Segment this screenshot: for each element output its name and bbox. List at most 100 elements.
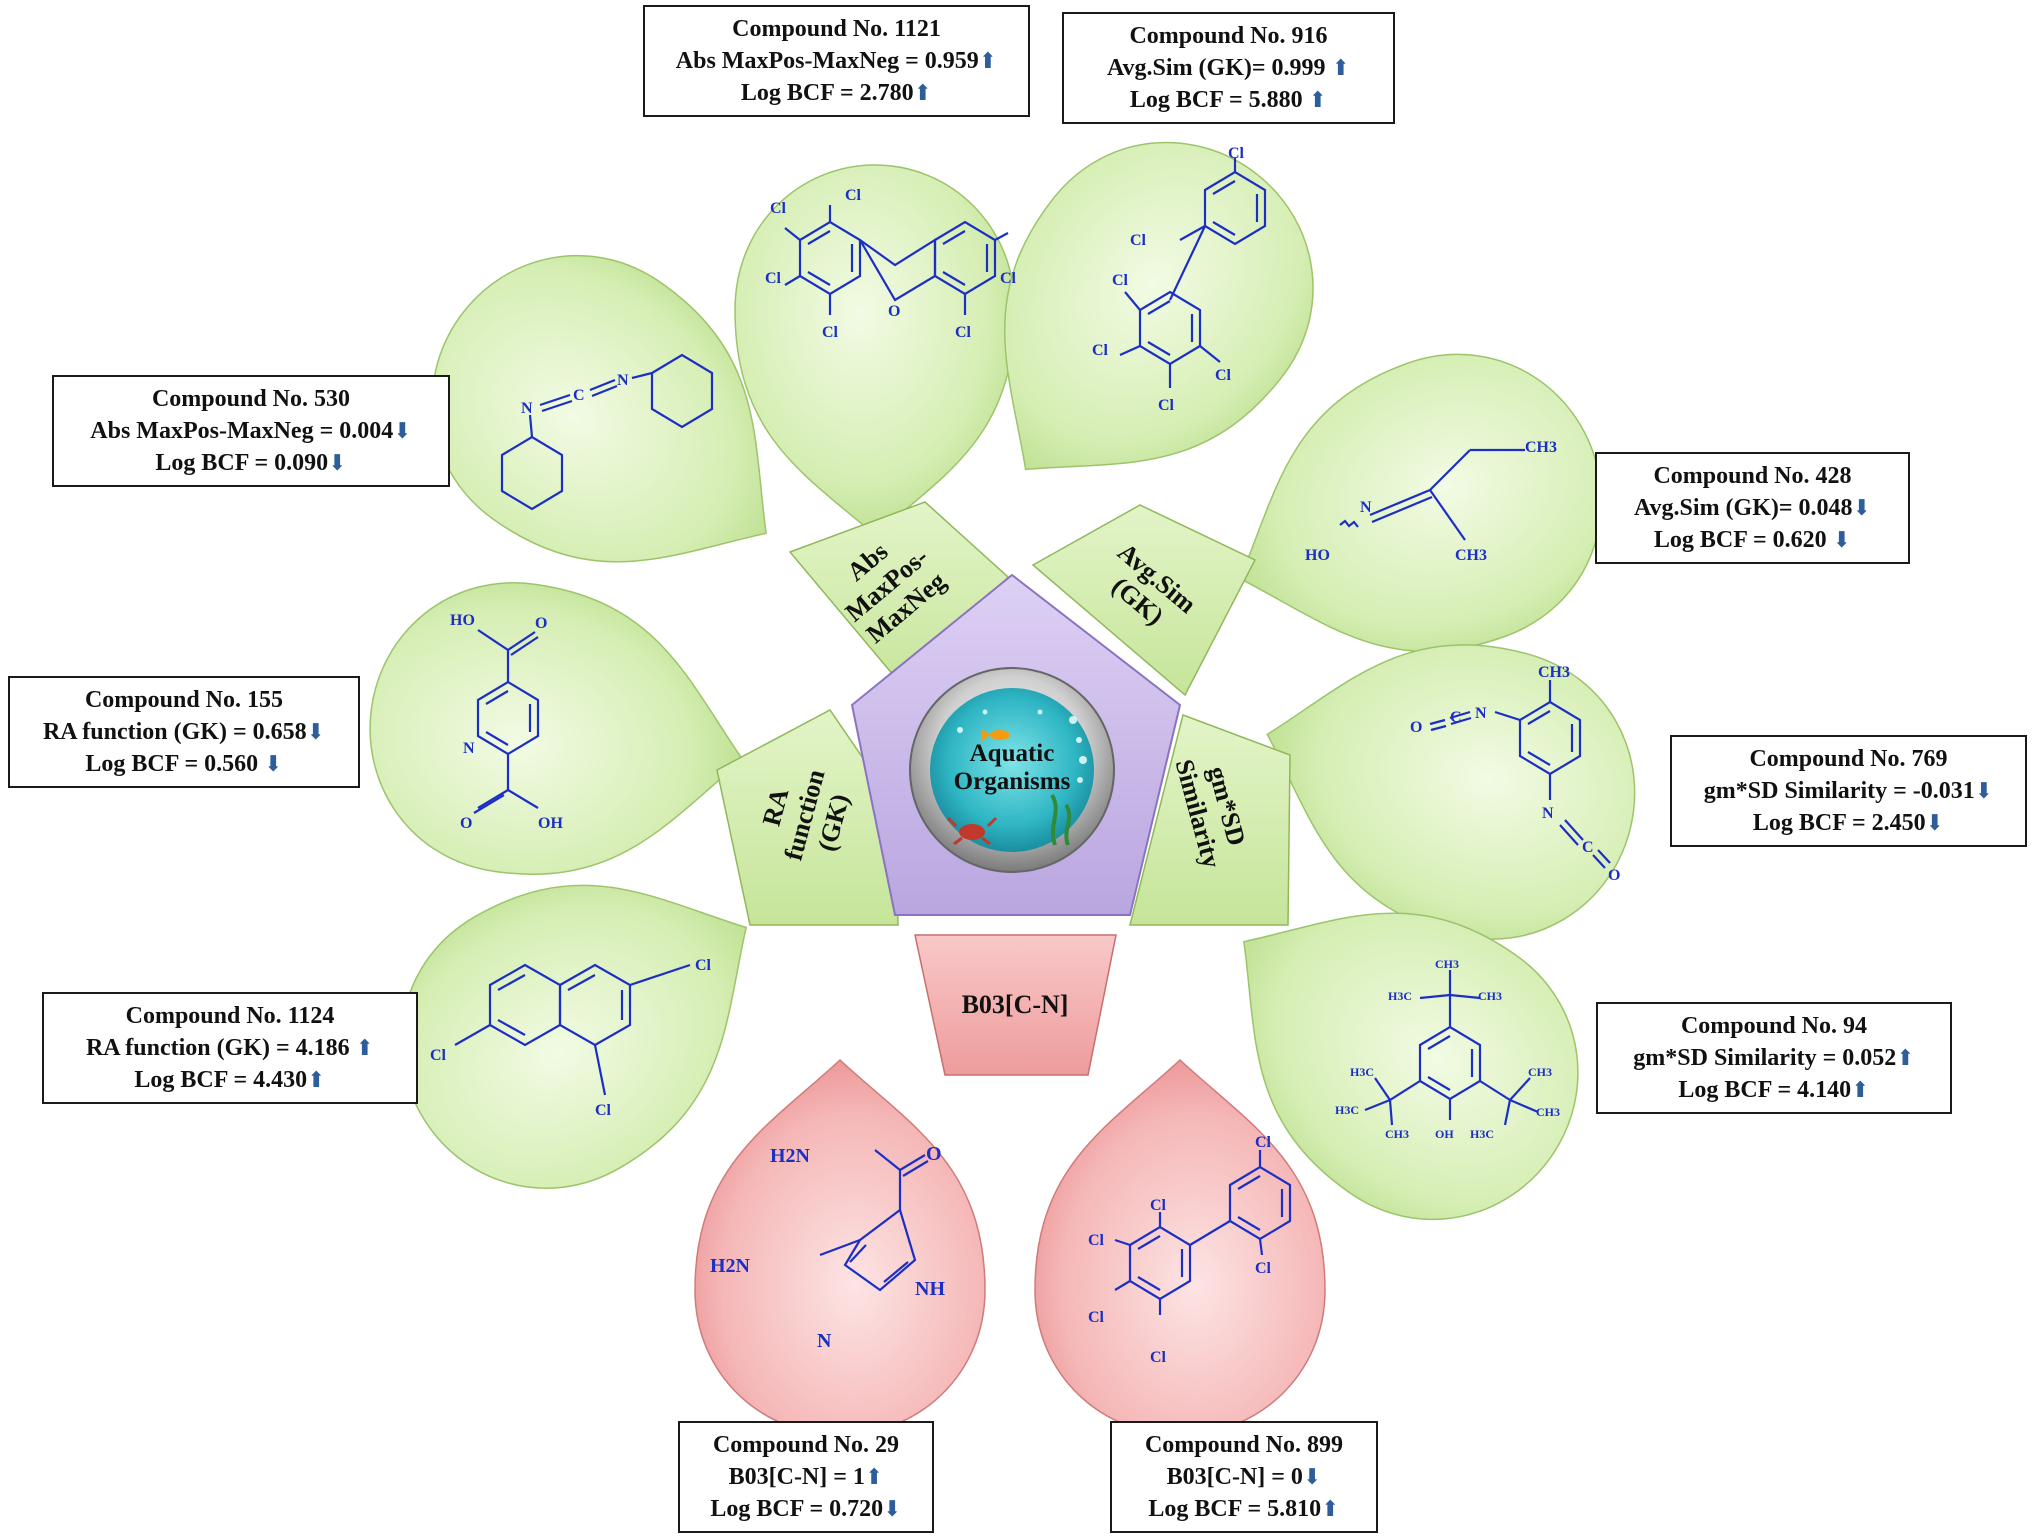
svg-text:Cl: Cl [770,200,787,217]
svg-text:Cl: Cl [430,1047,447,1064]
svg-text:N: N [817,1330,832,1352]
compound-title: Compound No. 29 [712,1432,900,1458]
leaf-1124 [400,884,748,1189]
svg-text:Cl: Cl [1000,270,1017,287]
leaf-769 [1266,644,1636,940]
svg-text:O: O [1608,867,1620,884]
svg-text:H2N: H2N [770,1145,811,1167]
arrow-up-icon: ⬆ [1851,1077,1870,1102]
compound-title: Compound No. 155 [84,687,284,713]
arrow-down-icon: ⬇ [1974,778,1994,803]
log-bcf-value: Log BCF = 4.430 [134,1067,308,1093]
segment-avgsim [1031,504,1257,697]
molecule-29 [819,1149,929,1292]
center-water [930,688,1094,852]
seaweed-icon [1050,793,1072,846]
descriptor-value: gm*SD Similarity = 0.052 [1633,1045,1897,1071]
compound-title: Compound No. 916 [1129,23,1328,49]
log-bcf-value: Log BCF = 0.620 [1653,527,1827,553]
svg-text:Cl: Cl [1228,145,1245,162]
compound-box-899: Compound No. 899 B03[C-N] = 0⬇ Log BCF =… [1110,1421,1378,1533]
arrow-up-icon: ⬆ [1321,1496,1340,1521]
log-bcf-value: Log BCF = 5.810 [1148,1496,1322,1522]
leaf-916 [1004,141,1314,471]
compound-box-94: Compound No. 94 gm*SD Similarity = 0.052… [1596,1002,1952,1114]
compound-box-155: Compound No. 155 RA function (GK) = 0.65… [8,676,360,788]
svg-text:O: O [1410,719,1422,736]
log-bcf-value: Log BCF = 4.140 [1678,1077,1852,1103]
svg-text:Cl: Cl [1158,397,1175,414]
svg-text:Cl: Cl [1088,1232,1105,1249]
arrow-up-icon: ⬆ [978,48,998,73]
arrow-down-icon: ⬇ [306,719,326,744]
svg-text:O: O [535,615,547,632]
descriptor-value: Abs MaxPos-MaxNeg = 0.959 [675,48,979,74]
compound-box-1124: Compound No. 1124 RA function (GK) = 4.1… [42,992,418,1104]
center-label-line1: Aquatic [969,740,1055,767]
svg-text:CH3: CH3 [1525,439,1557,456]
svg-text:CH3: CH3 [1528,1065,1552,1079]
svg-text:H3C: H3C [1388,989,1412,1003]
log-bcf-value: Log BCF = 0.560 [85,751,259,777]
descriptor-value: gm*SD Similarity = -0.031 [1703,778,1975,804]
descriptor-value: Avg.Sim (GK)= 0.999 [1107,55,1326,81]
log-bcf-value: Log BCF = 0.720 [710,1496,884,1522]
svg-text:N: N [1360,499,1372,516]
svg-text:Cl: Cl [1150,1197,1167,1214]
molecule-428 [1339,448,1525,541]
svg-text:H3C: H3C [1350,1065,1374,1079]
svg-text:N: N [463,740,475,757]
compound-title: Compound No. 1121 [732,16,941,42]
svg-text:OH: OH [538,815,563,832]
svg-text:Cl: Cl [822,324,839,341]
arrow-down-icon: ⬇ [393,418,412,443]
svg-text:O: O [460,815,472,832]
compound-box-29: Compound No. 29 B03[C-N] = 1⬆ Log BCF = … [678,1421,934,1533]
svg-text:Cl: Cl [765,270,782,287]
compound-title: Compound No. 769 [1749,746,1948,772]
arrow-up-icon: ⬆ [1308,87,1328,112]
arrow-up-icon: ⬆ [355,1035,375,1060]
svg-text:Cl: Cl [1255,1134,1272,1151]
log-bcf-value: Log BCF = 0.090 [155,450,329,476]
molecule-916 [1119,158,1267,388]
svg-text:Cl: Cl [1092,342,1109,359]
arrow-down-icon: ⬇ [1832,527,1852,552]
svg-text:CH3: CH3 [1385,1127,1409,1141]
svg-text:HO: HO [450,612,475,629]
compound-title: Compound No. 94 [1680,1013,1868,1039]
descriptor-value: B03[C-N] = 0 [1166,1464,1303,1490]
descriptor-value: Abs MaxPos-MaxNeg = 0.004 [90,418,394,444]
svg-text:C: C [1582,839,1594,856]
svg-text:Cl: Cl [1255,1260,1272,1277]
svg-text:Cl: Cl [845,187,862,204]
svg-text:CH3: CH3 [1435,957,1459,971]
arrow-down-icon: ⬇ [1302,1464,1322,1489]
segment-b03 [914,934,1117,1076]
svg-text:Cl: Cl [1088,1309,1105,1326]
compound-title: Compound No. 428 [1653,463,1852,489]
svg-text:Cl: Cl [695,957,712,974]
bubbles-icon [957,709,1087,783]
atom-labels: Cl Cl Cl Cl Cl Cl O Cl Cl Cl Cl Cl Cl N … [430,145,1620,1366]
segment-label-b03: B03[C-N] [961,990,1069,1019]
arrow-down-icon: ⬇ [328,450,347,475]
svg-text:Cl: Cl [595,1102,612,1119]
molecule-530 [500,353,714,511]
arrow-up-icon: ⬆ [1331,55,1350,80]
descriptor-value: RA function (GK) = 4.186 [85,1035,350,1061]
svg-text:OH: OH [1435,1127,1454,1141]
leaf-94 [1243,912,1579,1221]
svg-text:H2N: H2N [710,1255,751,1277]
descriptor-value: Avg.Sim (GK)= 0.048 [1634,495,1853,521]
arrow-up-icon: ⬆ [1896,1045,1915,1070]
compound-box-428: Compound No. 428 Avg.Sim (GK)= 0.048 ⬇ Lo… [1595,452,1910,564]
descriptor-value: RA function (GK) = 0.658 [42,719,307,745]
arrow-down-icon: ⬇ [1925,810,1945,835]
molecule-899 [1114,1150,1292,1315]
segment-gmsd [1129,714,1291,926]
svg-text:CH3: CH3 [1536,1105,1560,1119]
arrow-down-icon: ⬇ [264,751,283,776]
